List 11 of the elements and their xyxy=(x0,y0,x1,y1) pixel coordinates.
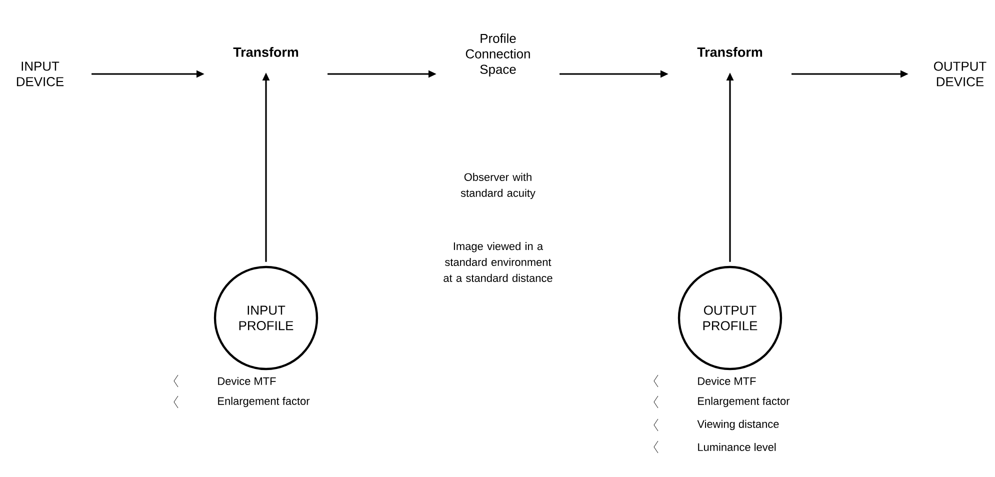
note-text: Image viewed in a standard environment at a standard distance xyxy=(444,242,552,282)
transform-label: Transform xyxy=(697,47,762,57)
list-item: Luminance level xyxy=(698,442,776,452)
device-label: INPUT DEVICE xyxy=(16,62,64,86)
device-label: Profile Connection Space xyxy=(466,34,530,76)
transform-label: Transform xyxy=(233,47,298,57)
device-label: OUTPUT DEVICE xyxy=(934,62,986,86)
note-text: Observer with standard acuity xyxy=(460,172,536,200)
list-item: Viewing distance xyxy=(697,420,779,430)
list-item: Enlargement factor xyxy=(218,396,310,408)
list-item: Enlargement factor xyxy=(698,396,790,408)
